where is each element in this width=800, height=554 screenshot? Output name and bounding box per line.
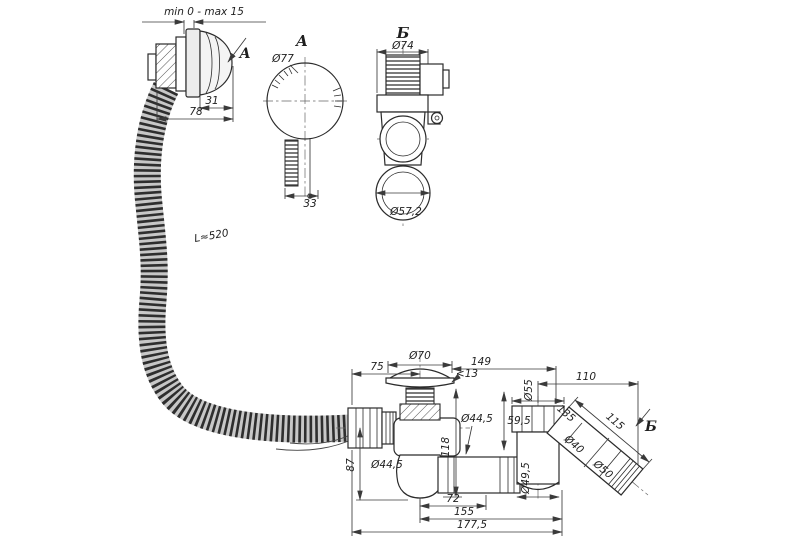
dim-knob-width: 31 — [199, 66, 234, 122]
joint-dia-label: Ø49,5 — [520, 462, 532, 495]
dim-total-depth: 78 — [156, 90, 234, 122]
view-b-title: Б — [396, 24, 410, 42]
outlet-length-label: 115 — [603, 411, 626, 433]
bolt-hole — [434, 115, 440, 121]
dim-inlet-depth: 87 — [345, 427, 408, 501]
dim-reach: 149 — [451, 356, 557, 404]
dim-base-177: 177,5 — [351, 450, 563, 536]
view-a-title: А — [295, 32, 308, 50]
joint-bottom — [516, 481, 560, 491]
side-socket — [419, 63, 444, 96]
inlet-depth-label: 87 — [345, 458, 357, 472]
view-marker-a: A — [227, 37, 251, 63]
overflow-knob — [199, 30, 233, 96]
knob-contour-2 — [214, 36, 220, 90]
dim-adjust-range: min 0 - max 15 — [142, 6, 266, 34]
hose-length-label: L≈520 — [193, 227, 230, 245]
joint-height-label: 59,5 — [507, 415, 531, 427]
angled-outlet — [546, 406, 644, 496]
nut-facets — [355, 408, 378, 448]
dia57-label: Ø57,2 — [389, 206, 422, 218]
view-a-marker-label: A — [238, 46, 251, 62]
knob-width-label: 31 — [205, 95, 218, 107]
dim-grate: Ø70 — [387, 350, 453, 373]
dim-cable-offset: 33 — [284, 188, 319, 210]
offset-label: 75 — [370, 361, 384, 373]
hose-union-nut — [347, 407, 383, 449]
pipe-dia-label: Ø44,5 — [460, 413, 493, 425]
grate-flange — [385, 377, 455, 388]
hose-tube — [133, 81, 351, 443]
dim-flange-height: <13 — [451, 368, 478, 383]
base1-label: 72 — [446, 493, 460, 505]
threaded-neck — [405, 387, 435, 407]
overflow-face-circle — [266, 62, 344, 140]
total-depth-label: 78 — [189, 106, 203, 118]
base3-label: 177,5 — [457, 519, 487, 531]
overflow-head: min 0 - max 15 A 31 78 — [142, 6, 266, 122]
overflow-disc — [185, 28, 201, 98]
dim-dia57: Ø57,2 — [375, 190, 431, 218]
view-a: А Ø77 33 — [263, 32, 347, 210]
bolt-ear — [430, 111, 444, 125]
knob-contour — [205, 32, 213, 94]
dim-base-155: 155 — [419, 490, 563, 536]
side-socket-step — [442, 69, 450, 89]
overflow-plate — [175, 36, 187, 92]
dim-base-72: 72 — [419, 493, 487, 523]
joint-body — [516, 431, 560, 485]
adjust-range-label: min 0 - max 15 — [164, 6, 244, 18]
hose-adapter — [147, 53, 157, 81]
dim-joint-dia: Ø49,5 — [516, 462, 560, 500]
inlet-rib-lines — [385, 412, 394, 444]
boss-inner — [385, 121, 421, 157]
flange-height-label: <13 — [456, 368, 478, 380]
dim-offset: 75 — [351, 361, 421, 405]
dim-joint-height: 59,5 — [501, 391, 531, 451]
cable-offset-label: 33 — [303, 198, 316, 210]
lock-nut — [399, 403, 441, 421]
base2-label: 155 — [454, 506, 474, 518]
overflow-drop-tube — [284, 139, 299, 187]
joint-nut-label: Ø55 — [523, 379, 535, 402]
view-b: Б Ø74 Ø57,2 — [375, 24, 450, 228]
corrugated-hose: L≈520 — [133, 81, 354, 451]
boss-outer — [379, 115, 427, 163]
dim-joint-nut: Ø55 — [511, 379, 565, 404]
dim-body-height: 118 — [440, 388, 462, 498]
overflow-body — [155, 43, 177, 89]
dia77-leader — [289, 64, 299, 74]
threaded-pipe — [385, 54, 421, 96]
view-b-marker-label: Б — [644, 419, 657, 435]
face-diameter-label: Ø77 — [271, 53, 294, 65]
siphon-cup — [396, 454, 444, 499]
siphon-assembly — [336, 352, 649, 512]
dim-pipe-dia: Ø44,5 — [460, 413, 493, 455]
reach-label: 149 — [471, 356, 491, 368]
view-b-flange — [376, 94, 429, 113]
body-height-label: 118 — [440, 437, 452, 457]
rim-hatch-marks — [271, 67, 342, 108]
hose-corrugation — [133, 81, 351, 443]
cup-dia-label: Ø44,5 — [370, 459, 403, 471]
outlet-reach-label: 110 — [576, 371, 596, 383]
view-marker-b: Б — [635, 408, 657, 435]
dia74-label: Ø74 — [391, 40, 414, 52]
grate-dia-label: Ø70 — [408, 350, 431, 362]
